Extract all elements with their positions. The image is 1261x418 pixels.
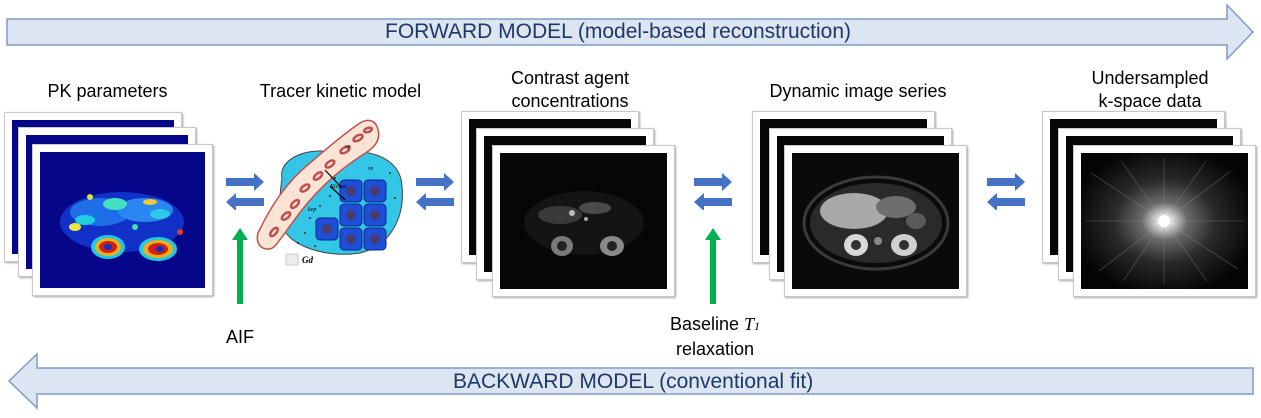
tracer-kinetic-model-label: Tracer kinetic model bbox=[259, 81, 422, 101]
contrast-particles bbox=[297, 172, 396, 247]
forward-arrow-icon bbox=[694, 173, 732, 191]
baseline-t1-arrow bbox=[705, 228, 721, 304]
t-subscript: 1 bbox=[754, 319, 761, 333]
contrast-agent-label-line1: Contrast agent bbox=[510, 68, 630, 88]
ve-label: ve bbox=[368, 166, 374, 172]
backward-arrow-icon bbox=[416, 193, 454, 210]
aif-up-arrow-icon bbox=[232, 228, 248, 304]
contrast-agent-label: Contrast agent concentrations bbox=[480, 67, 660, 113]
ktrans-arrow-icon bbox=[324, 169, 343, 189]
dynamic-image-series-label: Dynamic image series bbox=[769, 81, 947, 101]
kep-arrow-icon bbox=[329, 185, 346, 201]
pk-parameter-map bbox=[40, 152, 205, 288]
kspace-image bbox=[1081, 153, 1248, 289]
t1-symbol: T1 bbox=[744, 314, 760, 334]
pk-frame-front bbox=[32, 144, 213, 296]
aif-arrow bbox=[232, 228, 248, 304]
tracer-kinetic-model-diagram: Ktrans kep ve vp Gd bbox=[256, 119, 403, 266]
ktrans-label: Ktrans bbox=[329, 184, 347, 190]
vp-label: vp bbox=[345, 144, 351, 150]
contrast-concentration-image bbox=[500, 153, 667, 289]
dynamic-kspace-arrows bbox=[987, 173, 1025, 210]
forward-model-arrow bbox=[6, 3, 1255, 61]
backward-model-label: BACKWARD MODEL (conventional fit) bbox=[453, 370, 814, 393]
forward-arrow-icon bbox=[226, 173, 264, 191]
gd-legend-label: Gd bbox=[302, 255, 313, 265]
tissue-cells bbox=[315, 179, 387, 251]
backward-arrow-icon bbox=[226, 193, 264, 210]
kep-label: kep bbox=[308, 207, 316, 213]
kspace-label-line2: k-space data bbox=[1098, 91, 1202, 111]
backward-model-arrow bbox=[7, 352, 1254, 410]
forward-arrow-icon bbox=[987, 173, 1025, 191]
gd-legend-swatch bbox=[285, 253, 299, 266]
baseline-text: Baseline bbox=[669, 314, 739, 334]
pk-parameters-label: PK parameters bbox=[47, 81, 168, 101]
backward-arrow-icon bbox=[987, 193, 1025, 210]
backward-arrow-icon bbox=[694, 193, 732, 210]
baseline-t1-line1: Baseline T1 bbox=[650, 313, 780, 338]
red-blood-cells bbox=[269, 126, 374, 238]
baseline-up-arrow-icon bbox=[705, 228, 721, 304]
dynamic-image bbox=[792, 153, 959, 289]
pk-tracer-arrows bbox=[226, 173, 264, 210]
contrast-frame-front bbox=[492, 145, 675, 297]
kspace-data-label: Undersampled k-space data bbox=[1075, 67, 1225, 113]
kspace-frame-front bbox=[1073, 145, 1256, 297]
contrast-agent-label-line2: concentrations bbox=[511, 91, 629, 111]
tracer-contrast-arrows bbox=[416, 173, 454, 210]
contrast-dynamic-arrows bbox=[694, 173, 732, 210]
baseline-t1-label: Baseline T1 relaxation bbox=[650, 313, 780, 361]
aif-label: AIF bbox=[225, 327, 254, 347]
t-letter: T bbox=[744, 314, 755, 334]
kspace-label-line1: Undersampled bbox=[1091, 68, 1209, 88]
baseline-t1-line2: relaxation bbox=[675, 339, 755, 359]
forward-model-label: FORWARD MODEL (model-based reconstructio… bbox=[385, 20, 852, 43]
forward-arrow-icon bbox=[416, 173, 454, 191]
dynamic-frame-front bbox=[784, 145, 967, 297]
